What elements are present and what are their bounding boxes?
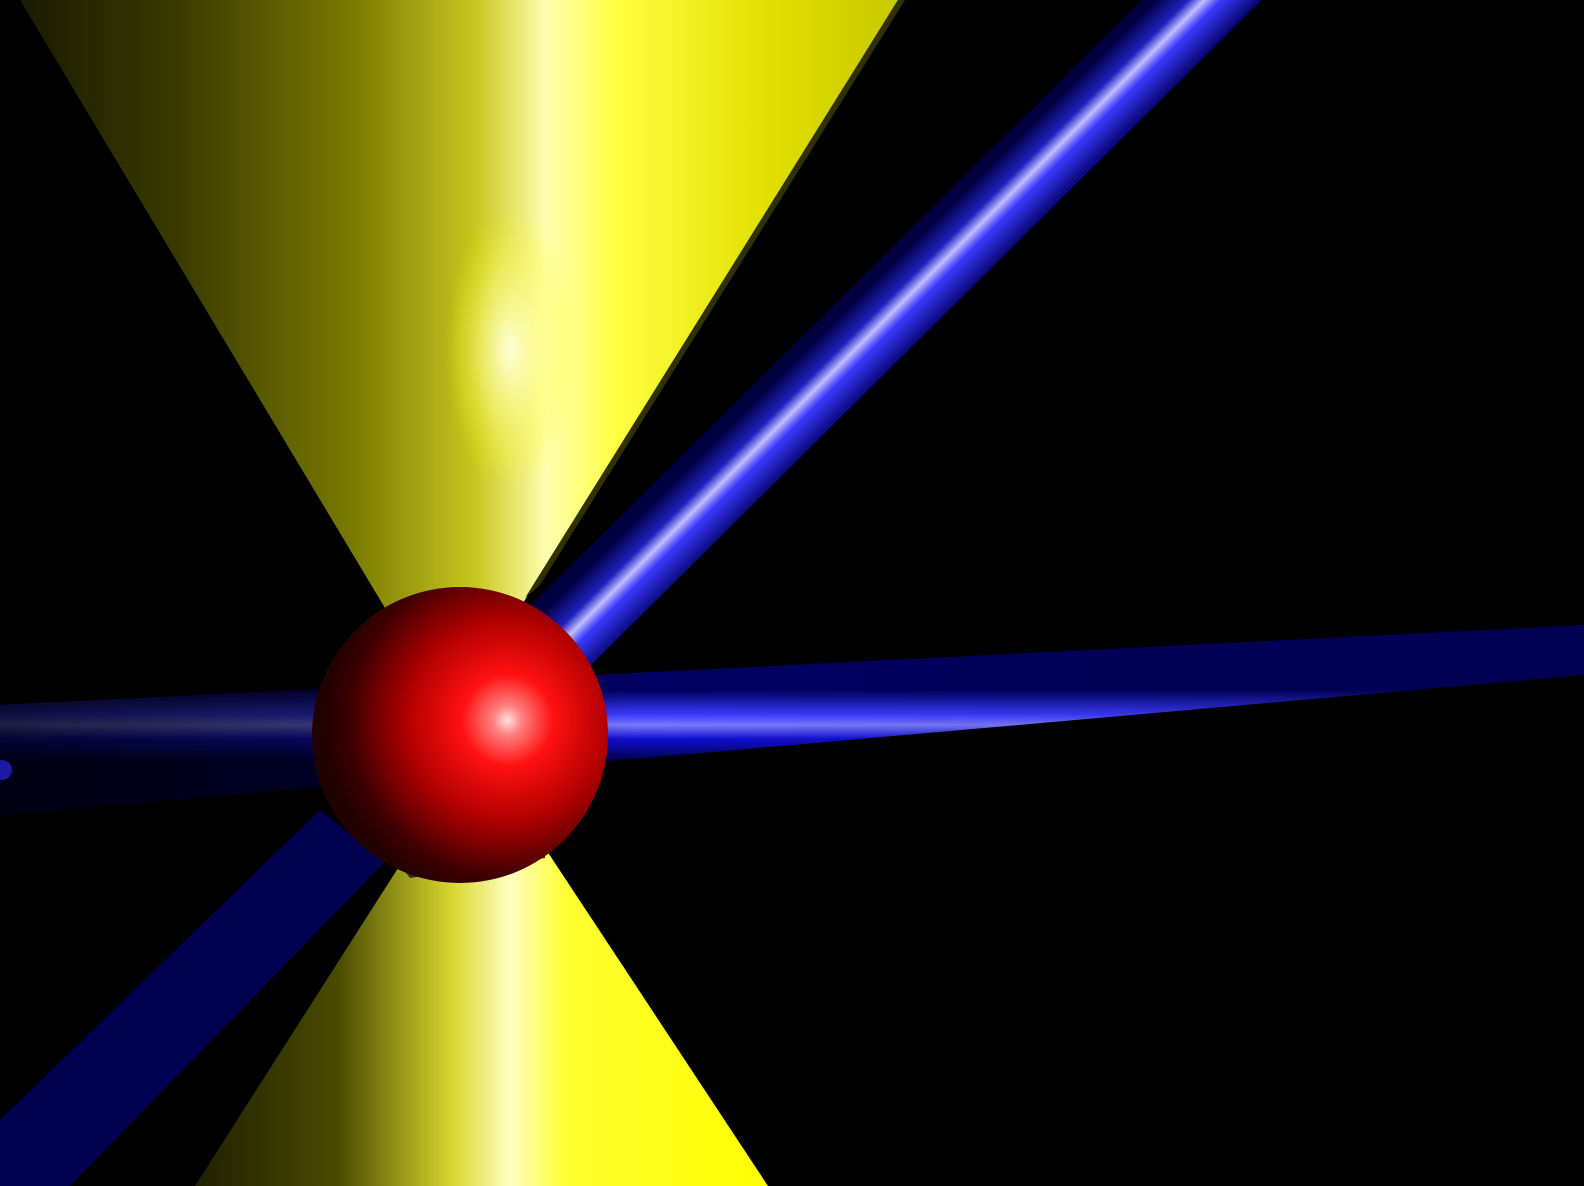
diagonal-rod-lower	[0, 810, 385, 1186]
rod-end-cap	[0, 760, 12, 780]
center-sphere	[312, 587, 608, 883]
upper-cone	[20, 0, 905, 608]
diagonal-rod	[520, 0, 1262, 668]
